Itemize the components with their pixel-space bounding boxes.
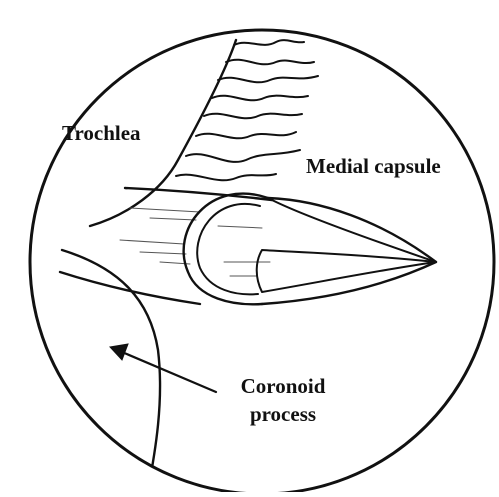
coronoid-label-line2: process (217, 404, 349, 425)
medial-capsule-label: Medial capsule (306, 156, 441, 177)
trochlea-label: Trochlea (62, 123, 141, 144)
coronoid-label-line1: Coronoid (217, 376, 349, 397)
